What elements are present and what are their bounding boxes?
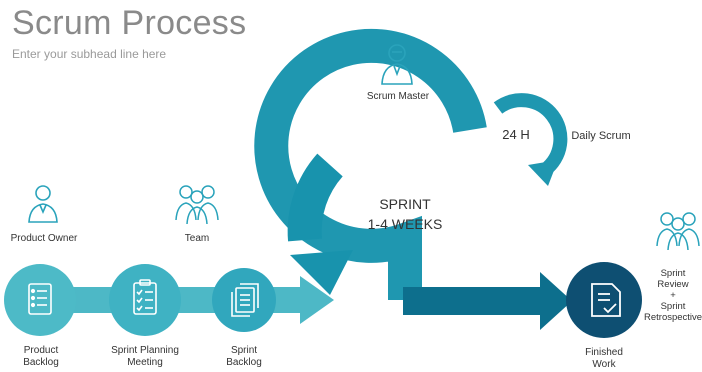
output-arrow-head: [540, 272, 572, 330]
product-backlog-circle: [4, 264, 76, 336]
daily-loop: [493, 93, 568, 176]
product-owner-icon: [28, 185, 58, 223]
sprint-loop-arrowhead: [290, 250, 353, 295]
checklist-icon: [133, 279, 157, 315]
review-team-icon: [656, 212, 700, 251]
sprint-label: SPRINT: [379, 196, 431, 212]
page-title: Scrum Process: [12, 4, 247, 42]
daily-scrum-label: Daily Scrum: [571, 130, 631, 142]
scrum-master-icon: [381, 44, 413, 85]
product-owner-label: Product Owner: [10, 233, 78, 244]
sprint-planning-label: Sprint Planning Meeting: [111, 345, 179, 368]
product-backlog-icon: [28, 283, 52, 315]
scrum-master-label: Scrum Master: [366, 91, 430, 102]
finished-document-icon: [591, 283, 621, 317]
sprint-review-label: Sprint Review + Sprint Retrospective: [644, 268, 702, 323]
daily-loop-arrowhead: [528, 160, 558, 186]
page-subhead: Enter your subhead line here: [12, 47, 167, 61]
sprint-backlog-label: Sprint Backlog: [226, 345, 262, 368]
product-backlog-label: Product Backlog: [23, 345, 59, 368]
team-icon: [175, 185, 219, 225]
finished-work-label: Finished Work: [585, 347, 623, 370]
team-label: Team: [184, 233, 210, 244]
output-band: [403, 287, 548, 315]
daily-hours: 24 H: [502, 127, 529, 142]
sprint-duration: 1-4 WEEKS: [368, 216, 443, 232]
flow-arrow-head: [300, 276, 334, 324]
sprint-loop: [254, 28, 487, 300]
documents-stack-icon: [231, 283, 259, 317]
